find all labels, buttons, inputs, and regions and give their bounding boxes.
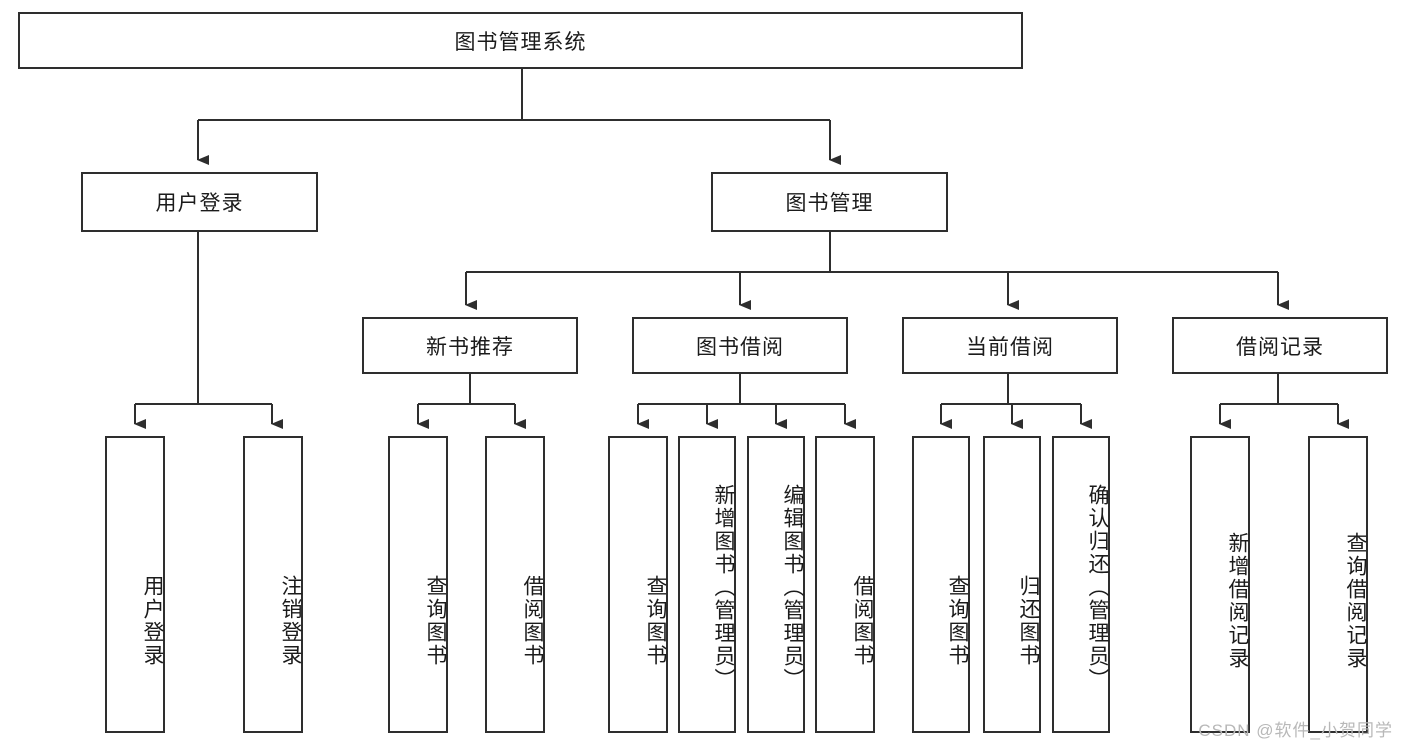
node-leaf-query-record[interactable]: 查询借阅记录	[1308, 436, 1368, 733]
node-leaf-edit-book[interactable]: 编辑图书（管理员）	[747, 436, 805, 733]
node-leaf-query-book-cur-label: 查询图书	[946, 574, 969, 667]
node-leaf-logout-label: 注销登录	[279, 574, 302, 667]
node-leaf-edit-book-label: 编辑图书（管理员）	[781, 484, 804, 691]
node-new-book-recommend[interactable]: 新书推荐	[362, 317, 578, 374]
node-book-management-label: 图书管理	[785, 192, 874, 215]
edge-newbook-to-leaves	[417, 374, 526, 429]
edge-bookborrow-to-leaves	[637, 374, 856, 429]
node-leaf-return-book-label: 归还图书	[1017, 574, 1040, 667]
edge-bookmanagement-to-level2	[465, 232, 1289, 310]
node-leaf-borrow-book[interactable]: 借阅图书	[815, 436, 875, 733]
node-book-borrow[interactable]: 图书借阅	[632, 317, 848, 374]
edge-root-to-level1	[197, 69, 841, 165]
edge-userlogin-to-leaves	[134, 232, 283, 429]
node-leaf-user-login-label: 用户登录	[141, 574, 164, 667]
node-leaf-confirm-return[interactable]: 确认归还（管理员）	[1052, 436, 1110, 733]
node-current-borrow-label: 当前借阅	[966, 335, 1054, 359]
node-leaf-logout[interactable]: 注销登录	[243, 436, 303, 733]
edge-currentborrow-to-leaves	[940, 374, 1092, 429]
node-book-borrow-label: 图书借阅	[696, 335, 784, 359]
node-root[interactable]: 图书管理系统	[18, 12, 1023, 69]
node-leaf-add-record-label: 新增借阅记录	[1226, 531, 1249, 670]
node-leaf-borrow-book-rec-label: 借阅图书	[521, 574, 544, 667]
node-leaf-query-record-label: 查询借阅记录	[1344, 531, 1367, 670]
node-book-management[interactable]: 图书管理	[711, 172, 948, 232]
node-current-borrow[interactable]: 当前借阅	[902, 317, 1118, 374]
node-leaf-query-book-borrow-label: 查询图书	[644, 574, 667, 667]
node-leaf-add-book[interactable]: 新增图书（管理员）	[678, 436, 736, 733]
node-leaf-query-book-rec[interactable]: 查询图书	[388, 436, 448, 733]
node-leaf-borrow-book-rec[interactable]: 借阅图书	[485, 436, 545, 733]
node-leaf-query-book-cur[interactable]: 查询图书	[912, 436, 970, 733]
node-user-login-label: 用户登录	[155, 192, 244, 215]
node-leaf-add-book-label: 新增图书（管理员）	[712, 484, 735, 691]
node-leaf-add-record[interactable]: 新增借阅记录	[1190, 436, 1250, 733]
node-borrow-record[interactable]: 借阅记录	[1172, 317, 1388, 374]
node-new-book-recommend-label: 新书推荐	[426, 335, 514, 359]
node-leaf-borrow-book-label: 借阅图书	[851, 574, 874, 667]
node-root-label: 图书管理系统	[454, 30, 587, 54]
node-borrow-record-label: 借阅记录	[1236, 335, 1324, 359]
node-leaf-confirm-return-label: 确认归还（管理员）	[1086, 484, 1109, 691]
node-user-login[interactable]: 用户登录	[81, 172, 318, 232]
node-leaf-user-login[interactable]: 用户登录	[105, 436, 165, 733]
node-leaf-return-book[interactable]: 归还图书	[983, 436, 1041, 733]
edge-borrowrecord-to-leaves	[1219, 374, 1349, 429]
watermark: CSDN @软件_小贺同学	[1198, 721, 1393, 740]
node-leaf-query-book-rec-label: 查询图书	[424, 574, 447, 667]
node-leaf-query-book-borrow[interactable]: 查询图书	[608, 436, 668, 733]
